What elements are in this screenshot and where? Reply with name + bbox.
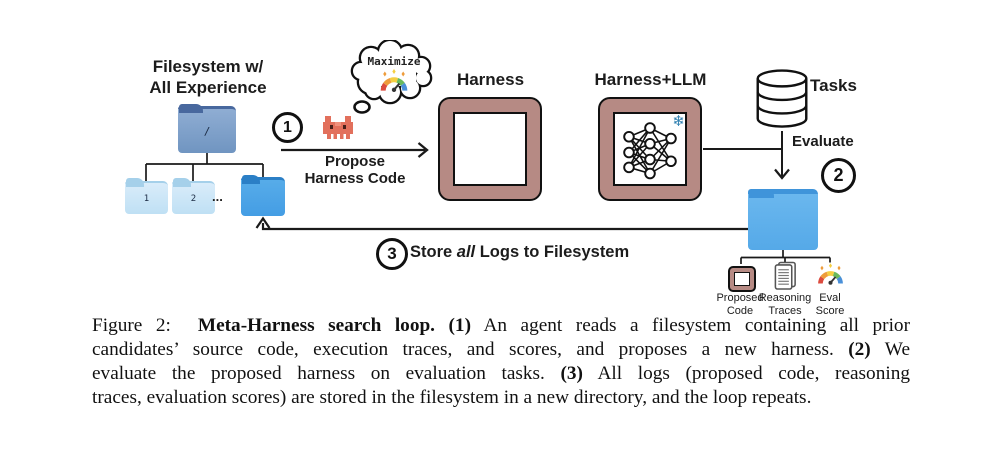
evaluate-arrowhead bbox=[774, 168, 790, 180]
store-arrowhead bbox=[255, 216, 271, 229]
neural-network-icon bbox=[623, 122, 677, 180]
thought-bubble-icon bbox=[350, 40, 433, 114]
proposed-code-label: Proposed Code bbox=[710, 292, 770, 317]
proposed-code-icon-inner bbox=[734, 272, 750, 286]
step2-badge: 2 bbox=[821, 158, 856, 193]
propose-arrowhead bbox=[417, 142, 429, 158]
child-folder-2-label: 2 bbox=[190, 193, 197, 204]
thought-bubble-text: Maximize bbox=[367, 55, 421, 68]
proposed-code-label-line1: Proposed bbox=[716, 292, 764, 304]
filesystem-title: Filesystem w/ All Experience bbox=[128, 57, 288, 98]
caption-line-4: traces, evaluation scores) are stored in… bbox=[92, 387, 812, 408]
proposed-code-icon bbox=[728, 266, 756, 292]
figure-caption: Figure 2: Meta-Harness search loop. (1) … bbox=[92, 314, 910, 410]
step1-label-line2: Harness Code bbox=[304, 169, 406, 187]
harness-box-inner bbox=[453, 112, 527, 186]
step3-label: Store all Logs to Filesystem bbox=[410, 243, 630, 261]
step1-badge: 1 bbox=[272, 112, 303, 143]
tasks-database-icon bbox=[756, 69, 808, 128]
eval-score-label: Eval Score bbox=[805, 292, 855, 317]
logs-bracket-lines bbox=[740, 246, 831, 264]
reasoning-traces-label-line1: Reasoning bbox=[758, 292, 812, 304]
harness-llm-label: Harness+LLM bbox=[594, 70, 707, 89]
logs-folder-icon bbox=[748, 189, 818, 250]
new-folder-icon bbox=[241, 175, 285, 216]
step1-label-line1: Propose bbox=[324, 153, 385, 170]
filesystem-title-line1: Filesystem w/ bbox=[152, 57, 264, 76]
root-folder-icon: / bbox=[178, 104, 236, 153]
filesystem-title-line2: All Experience bbox=[149, 77, 267, 97]
reasoning-traces-label-line2: Traces bbox=[768, 304, 802, 317]
harness-llm-box-inner: ❄ bbox=[613, 112, 687, 186]
reasoning-traces-label: Reasoning Traces bbox=[755, 292, 815, 317]
store-loop-line bbox=[261, 223, 748, 231]
eval-score-gauge-icon bbox=[818, 263, 843, 285]
filesystem-tree-lines bbox=[145, 150, 264, 181]
eval-score-label-line1: Eval bbox=[819, 292, 841, 304]
connector-lines bbox=[145, 131, 831, 264]
tasks-label: Tasks bbox=[810, 76, 857, 95]
robot-icon bbox=[323, 116, 353, 139]
step3-badge: 3 bbox=[376, 238, 408, 270]
caption-line-1: Figure 2: Meta-Harness search loop. (1) … bbox=[92, 315, 910, 336]
step2-label: Evaluate bbox=[792, 133, 854, 150]
reasoning-traces-document-icon bbox=[774, 261, 796, 290]
proposed-code-label-line2: Code bbox=[726, 304, 754, 317]
harness-box bbox=[438, 97, 542, 201]
step1-label: Propose Harness Code bbox=[296, 153, 414, 187]
llm-to-tasks-line bbox=[703, 131, 783, 176]
child-folder-2-icon: 2 bbox=[172, 178, 215, 214]
maximize-gauge-icon bbox=[380, 69, 408, 92]
child-folder-1-label: 1 bbox=[143, 193, 150, 204]
folder-ellipsis: ... bbox=[212, 189, 223, 204]
caption-line-3: evaluate the proposed harness on evaluat… bbox=[92, 363, 910, 384]
snowflake-icon: ❄ bbox=[672, 112, 685, 130]
root-folder-label: / bbox=[203, 124, 211, 138]
eval-score-label-line2: Score bbox=[815, 304, 845, 317]
harness-llm-box: ❄ bbox=[598, 97, 702, 201]
caption-line-2: candidates’ source code, execution trace… bbox=[92, 339, 911, 360]
child-folder-1-icon: 1 bbox=[125, 178, 168, 214]
harness-label: Harness bbox=[456, 70, 525, 89]
